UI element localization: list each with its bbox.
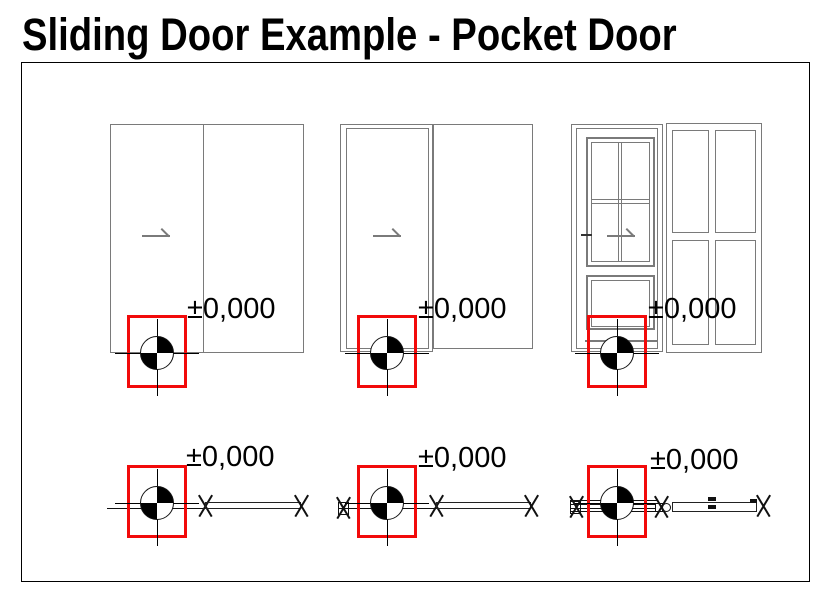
plan3-door-leaf-plan xyxy=(672,502,757,512)
plan1-door-leaf-plan xyxy=(205,502,301,509)
level-datum-icon xyxy=(370,486,404,520)
elevation2-slide-direction-arrow-icon xyxy=(373,235,401,237)
elevation3-level-label: ±0,000 xyxy=(648,293,737,325)
level-datum-icon xyxy=(140,486,174,520)
plan3-level-label: ±0,000 xyxy=(650,444,739,476)
elevation3-left-tick xyxy=(581,234,592,236)
level-datum-icon xyxy=(370,336,404,370)
elevation3-window-mullion xyxy=(618,142,622,262)
plan2-door-leaf-plan xyxy=(436,502,531,509)
elevation3-slide-direction-arrow-icon xyxy=(607,235,635,237)
level-datum-icon xyxy=(600,486,634,520)
elevation3-bottom-panel-inner xyxy=(591,280,650,327)
elevation1-door-outline xyxy=(110,124,304,353)
elevation1-slide-direction-arrow-icon xyxy=(142,235,170,237)
elevation3-window-rail xyxy=(591,199,650,204)
elevation3-wall-panel-outline xyxy=(666,123,762,353)
level-datum-icon xyxy=(600,336,634,370)
page-title: Sliding Door Example - Pocket Door xyxy=(22,9,677,60)
elevation3-window-outer-frame xyxy=(586,137,655,267)
plan3-handle-block-top xyxy=(708,497,716,501)
elevation1-level-label: ±0,000 xyxy=(187,293,276,325)
drawing-border xyxy=(21,62,810,582)
plan3-end-block xyxy=(750,499,757,503)
elevation2-level-label: ±0,000 xyxy=(418,293,507,325)
plan1-level-label: ±0,000 xyxy=(186,441,275,473)
elevation3-panel-top-left xyxy=(672,130,709,233)
elevation3-bottom-panel-outer xyxy=(586,275,655,330)
elevation1-meeting-stile-line xyxy=(203,124,204,353)
elevation3-panel-bottom-right xyxy=(715,240,756,345)
elevation3-panel-bottom-left xyxy=(672,240,709,345)
plan3-handle-block-mid xyxy=(708,505,716,509)
elevation3-panel-top-right xyxy=(715,130,756,233)
level-datum-icon xyxy=(140,336,174,370)
elevation3-window-inner-frame xyxy=(591,142,650,262)
elevation2-wall-panel xyxy=(433,124,533,349)
plan2-level-label: ±0,000 xyxy=(418,442,507,474)
